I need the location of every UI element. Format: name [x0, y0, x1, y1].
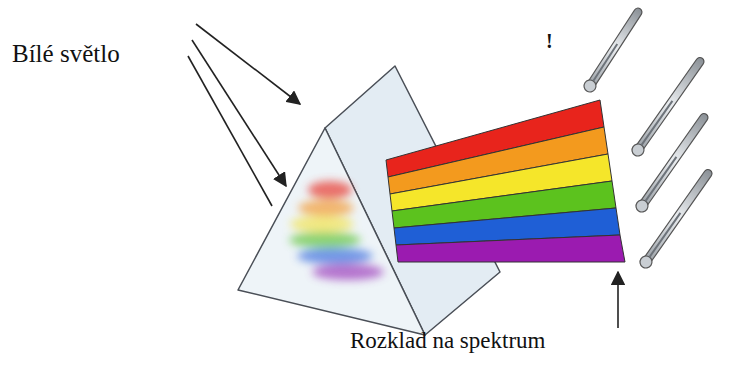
spectrum [386, 100, 625, 262]
spectrum-label: Rozklad na spektrum [350, 328, 545, 353]
warning-mark: ! [546, 30, 553, 52]
light-label: Bílé světlo [12, 40, 120, 68]
pointer-arrow [617, 272, 619, 328]
light-rays [188, 24, 300, 206]
thermometers [582, 6, 715, 271]
